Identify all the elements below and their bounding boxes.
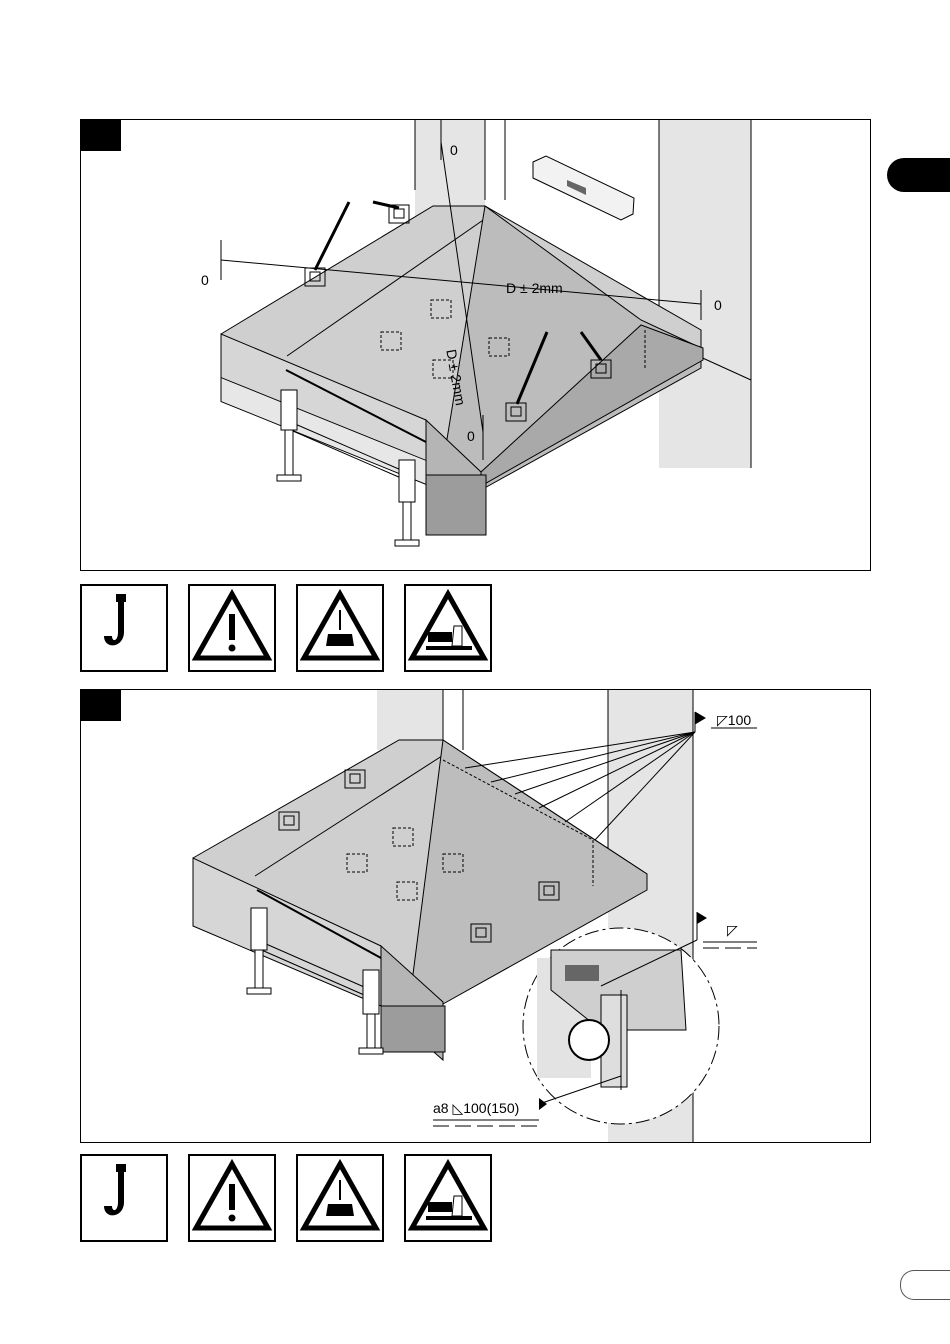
general-warning-icon	[188, 584, 276, 672]
dimension-horizontal-label: D ± 2mm	[506, 280, 563, 296]
spirit-level	[533, 156, 634, 220]
crane-hook-icon	[80, 584, 168, 672]
figure-2-drawing	[81, 690, 870, 1142]
crush-hazard-warning-icon	[404, 1154, 492, 1242]
level-label-bottom: 0	[467, 428, 475, 444]
weld-note-fillet: a8 ◺100(150)	[433, 1100, 519, 1117]
suspended-load-warning-icon	[296, 584, 384, 672]
figure-1-drawing	[81, 120, 870, 570]
weld-note-seam: ◸	[727, 922, 738, 939]
figure-1-panel: 0 0 0 0 D ± 2mm D ± 2mm	[80, 119, 871, 571]
figure-2-panel: ◸100 ◸ a8 ◺100(150)	[80, 689, 871, 1143]
section-tab	[887, 158, 950, 192]
crane-hook-icon	[80, 1154, 168, 1242]
level-label-top: 0	[450, 142, 458, 158]
section-tab-label	[887, 167, 909, 183]
page-number-pill	[900, 1270, 950, 1300]
suspended-load-warning-icon	[296, 1154, 384, 1242]
weld-detail-magnifier	[523, 912, 719, 1124]
general-warning-icon	[188, 1154, 276, 1242]
weld-note-top: ◸100	[717, 712, 751, 729]
level-label-left: 0	[201, 272, 209, 288]
level-label-right: 0	[714, 297, 722, 313]
crush-hazard-warning-icon	[404, 584, 492, 672]
